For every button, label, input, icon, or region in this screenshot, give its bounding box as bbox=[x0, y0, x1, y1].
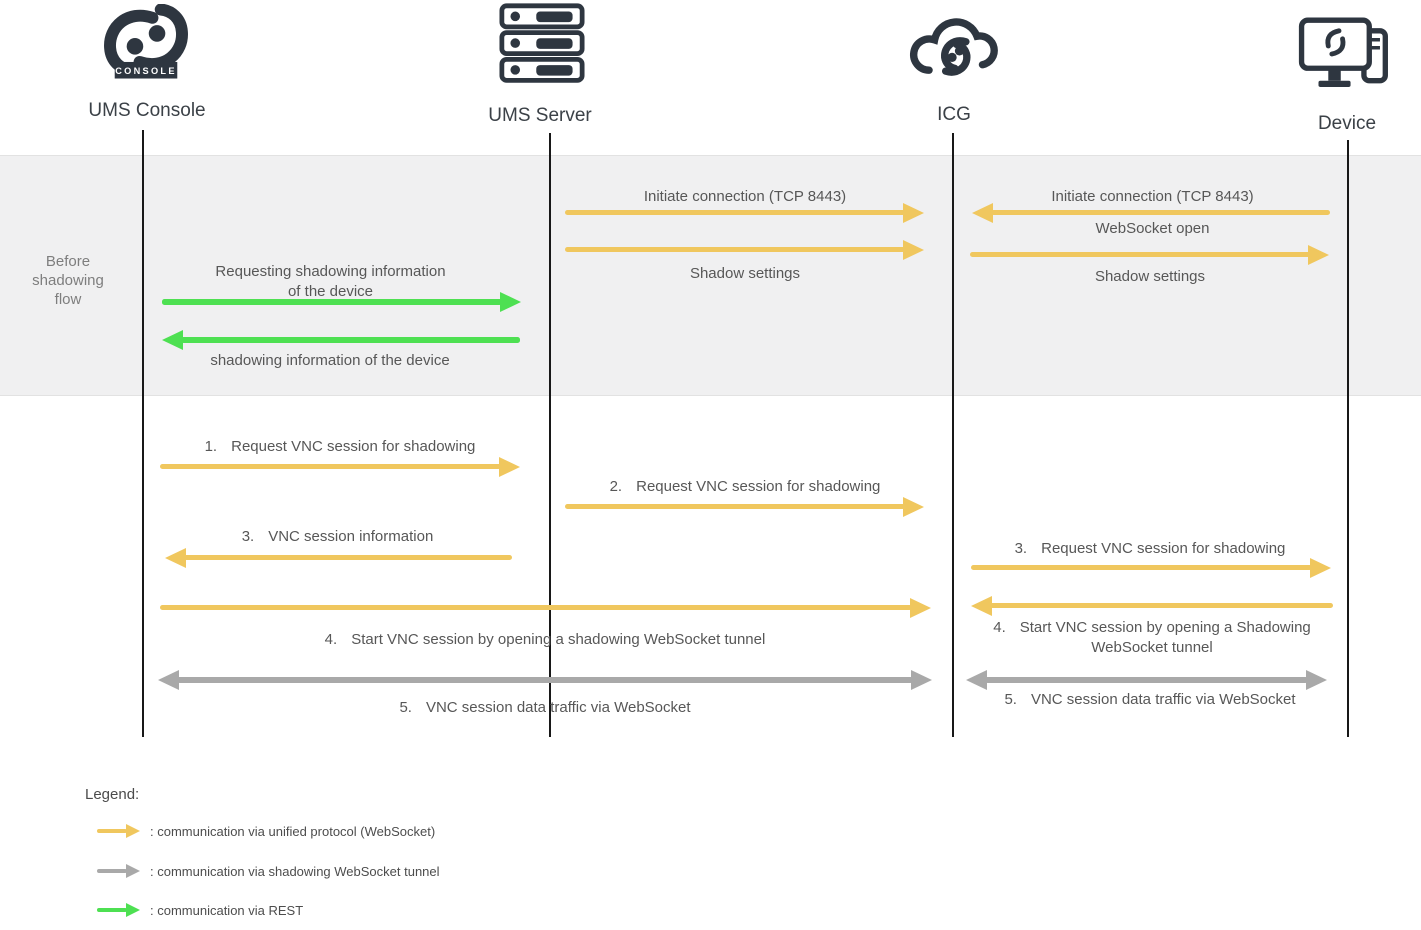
arrow-shadow-settings-ums-to-icg bbox=[565, 239, 924, 260]
legend-title: Legend: bbox=[85, 786, 140, 803]
msg-step5-device-number: 5. bbox=[1004, 691, 1017, 708]
arrow-step4-long bbox=[160, 597, 931, 618]
msg-step2: 2. Request VNC session for shadowing bbox=[565, 477, 925, 497]
msg-step4-device-number: 4. bbox=[993, 619, 1006, 636]
arrowhead-right-icon bbox=[903, 239, 924, 260]
arrowhead-right-icon bbox=[1310, 557, 1331, 578]
arrowhead-right-icon bbox=[910, 597, 931, 618]
msg-step4-device-text: Start VNC session by opening a Shadowing… bbox=[1019, 619, 1311, 656]
msg-step4-long: 4. Start VNC session by opening a shadowi… bbox=[160, 630, 930, 650]
before-shadowing-band bbox=[0, 155, 1421, 396]
icg-cloud-icon bbox=[906, 4, 1000, 101]
msg-shadow-settings-icg-device: Shadow settings bbox=[1094, 268, 1206, 285]
msg-step3-ums-text: VNC session information bbox=[268, 528, 434, 545]
arrowhead-right-icon bbox=[126, 824, 140, 838]
legend-shadowing-tunnel-label: : communication via shadowing WebSocket … bbox=[150, 864, 440, 879]
arrowhead-right-icon bbox=[126, 864, 140, 878]
msg-requesting-shadowing-info: Requesting shadowing information of the … bbox=[215, 263, 446, 300]
msg-initiate-connection-ums-icg: Initiate connection (TCP 8443) bbox=[643, 188, 847, 205]
msg-step3-ums-number: 3. bbox=[241, 528, 255, 545]
arrow-step5-long bbox=[158, 670, 932, 690]
actor-label-device: Device bbox=[1317, 113, 1377, 134]
msg-step5-long-text: VNC session data traffic via WebSocket bbox=[425, 699, 691, 716]
arrowhead-left-icon bbox=[972, 202, 993, 223]
msg-step5-long-number: 5. bbox=[399, 699, 412, 716]
ums-server-icon bbox=[494, 2, 590, 93]
msg-step4-device: 4. Start VNC session by opening a Shadowi… bbox=[992, 618, 1312, 658]
arrowhead-left-icon bbox=[162, 330, 183, 350]
msg-websocket-open: WebSocket open bbox=[1095, 220, 1210, 237]
msg-step1-number: 1. bbox=[204, 438, 218, 455]
arrowhead-left-icon bbox=[165, 547, 186, 568]
before-shadowing-label: Before shadowing flow bbox=[32, 253, 104, 308]
arrowhead-left-icon bbox=[966, 670, 987, 690]
device-icon bbox=[1298, 8, 1396, 105]
msg-step2-number: 2. bbox=[609, 478, 623, 495]
arrowhead-right-icon bbox=[903, 202, 924, 223]
msg-step1: 1. Request VNC session for shadowing bbox=[160, 437, 520, 457]
arrow-request-shadow-info bbox=[162, 292, 521, 312]
actor-label-ums-server: UMS Server bbox=[488, 105, 592, 126]
arrowhead-right-icon bbox=[499, 456, 520, 477]
arrow-shadow-info-response bbox=[162, 330, 520, 350]
arrow-initiate-device-to-icg bbox=[972, 202, 1330, 223]
legend-rest-label: : communication via REST bbox=[150, 903, 304, 918]
msg-step5-long: 5. VNC session data traffic via WebSocket bbox=[160, 698, 930, 718]
legend-shadowing-tunnel-arrow-icon bbox=[97, 864, 140, 878]
ums-console-icon: CONSOLE bbox=[100, 3, 192, 101]
msg-step3-ums: 3. VNC session information bbox=[160, 527, 515, 547]
arrowhead-right-icon bbox=[500, 292, 521, 312]
arrow-shadow-settings-icg-to-device bbox=[970, 244, 1329, 265]
arrowhead-right-icon bbox=[911, 670, 932, 690]
arrowhead-right-icon bbox=[1306, 670, 1327, 690]
arrow-step4-device bbox=[971, 595, 1333, 616]
arrowhead-right-icon bbox=[126, 903, 140, 917]
arrowhead-right-icon bbox=[1308, 244, 1329, 265]
lifeline-ums-console bbox=[142, 130, 144, 737]
arrow-step3-ums bbox=[165, 547, 512, 568]
msg-step4-long-number: 4. bbox=[324, 631, 338, 648]
console-badge-text: CONSOLE bbox=[115, 66, 177, 76]
arrow-step1 bbox=[160, 456, 520, 477]
msg-initiate-connection-device-icg: Initiate connection (TCP 8443) bbox=[1051, 188, 1254, 205]
lifeline-icg bbox=[952, 133, 954, 737]
msg-step1-text: Request VNC session for shadowing bbox=[231, 438, 476, 455]
msg-step5-device-text: VNC session data traffic via WebSocket bbox=[1030, 691, 1296, 708]
legend-unified-protocol-arrow-icon bbox=[97, 824, 140, 838]
arrow-step3-device bbox=[971, 557, 1331, 578]
arrow-initiate-ums-to-icg bbox=[565, 202, 924, 223]
arrow-step2 bbox=[565, 496, 924, 517]
arrowhead-left-icon bbox=[158, 670, 179, 690]
arrowhead-left-icon bbox=[971, 595, 992, 616]
actor-label-icg: ICG bbox=[937, 104, 971, 125]
legend-rest-arrow-icon bbox=[97, 903, 140, 917]
lifeline-ums-server bbox=[549, 133, 551, 737]
msg-step5-device: 5. VNC session data traffic via WebSocket bbox=[1000, 690, 1300, 710]
msg-step3-device-number: 3. bbox=[1014, 540, 1028, 557]
msg-step2-text: Request VNC session for shadowing bbox=[636, 478, 881, 495]
msg-step4-long-text: Start VNC session by opening a shadowing… bbox=[351, 631, 766, 648]
msg-shadowing-info-response: shadowing information of the device bbox=[210, 352, 450, 369]
legend-unified-protocol-label: : communication via unified protocol (We… bbox=[150, 824, 436, 839]
actor-label-ums-console: UMS Console bbox=[88, 100, 206, 121]
msg-step3-device: 3. Request VNC session for shadowing bbox=[970, 539, 1330, 559]
lifeline-device bbox=[1347, 140, 1349, 737]
msg-shadow-settings-ums-icg: Shadow settings bbox=[689, 265, 801, 282]
msg-step3-device-text: Request VNC session for shadowing bbox=[1041, 540, 1286, 557]
arrowhead-right-icon bbox=[903, 496, 924, 517]
arrow-step5-device bbox=[966, 670, 1327, 690]
